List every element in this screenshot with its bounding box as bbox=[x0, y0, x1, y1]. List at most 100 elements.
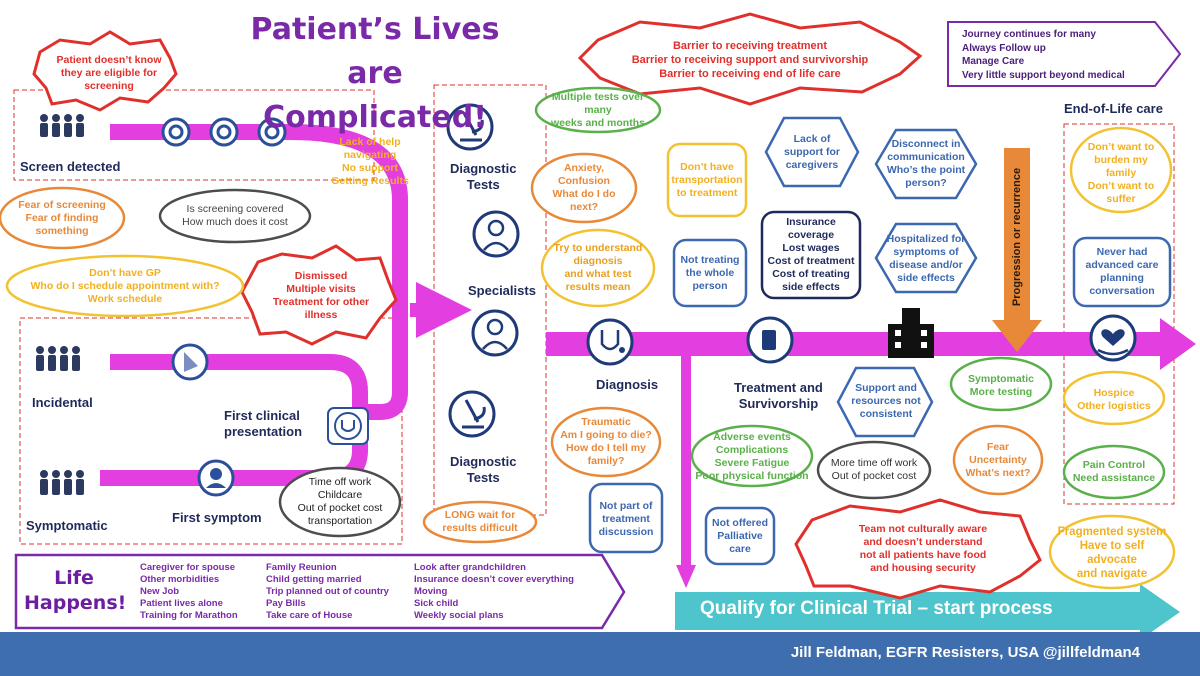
eligible-burst bbox=[32, 30, 178, 112]
callout-line: Work schedule bbox=[87, 292, 163, 305]
callout-line: Never had bbox=[1096, 246, 1148, 258]
callout-line: Try to understand bbox=[553, 242, 643, 254]
doctor-icon bbox=[472, 210, 520, 258]
callout-line: How much does it cost bbox=[182, 216, 288, 228]
callout-line: Getting Results bbox=[331, 175, 409, 187]
callout-line: Treatment for other bbox=[272, 296, 370, 308]
callout-line: Hospitalized for bbox=[886, 233, 966, 245]
callout-line: treatment bbox=[602, 512, 650, 525]
journey-arrow bbox=[947, 21, 1182, 87]
callout-line: Pain Control bbox=[1082, 459, 1146, 471]
microscope-icon bbox=[446, 103, 494, 151]
journey-item: Manage Care bbox=[962, 56, 1025, 67]
label-line: Tests bbox=[466, 177, 500, 192]
callout-line: person bbox=[692, 279, 728, 292]
callout-line: Fear of finding bbox=[25, 211, 99, 224]
callout-line: What’s next? bbox=[965, 466, 1031, 479]
label-line: presentation bbox=[224, 424, 303, 439]
callout-line: Who do I schedule appointment with? bbox=[30, 279, 220, 292]
label-first-symptom: First symptom bbox=[172, 510, 262, 525]
callout-line: advanced care bbox=[1085, 259, 1159, 271]
callout-line: Is screening covered bbox=[186, 203, 284, 215]
microscope-icon bbox=[448, 390, 496, 438]
barrier-line: Barrier to receiving support and survivo… bbox=[631, 54, 869, 66]
callout-line: Symptomatic bbox=[968, 373, 1034, 385]
doctor-icon bbox=[471, 309, 519, 357]
callout-line: navigating bbox=[343, 149, 397, 161]
stethoscope-icon bbox=[586, 318, 634, 366]
hexagons bbox=[764, 116, 978, 438]
callout-line: family? bbox=[587, 455, 625, 467]
callout-line: transportation bbox=[671, 173, 743, 186]
medicine-icon bbox=[746, 316, 794, 364]
callout-line: Patient lives alone bbox=[140, 598, 223, 609]
dismissed-burst bbox=[240, 244, 398, 346]
incidental-path bbox=[110, 354, 368, 430]
callout-line: consistent bbox=[859, 407, 913, 420]
callout-line: Cost of treatment bbox=[767, 255, 855, 267]
callout-line: illness bbox=[304, 309, 338, 321]
label-line: Diagnostic bbox=[450, 454, 517, 469]
callout-line: Lack of help bbox=[339, 136, 401, 148]
label-incidental: Incidental bbox=[32, 395, 93, 410]
callout-line: results mean bbox=[565, 281, 631, 293]
callout-line: Childcare bbox=[317, 489, 363, 501]
callout-line: Hospice bbox=[1093, 387, 1135, 399]
callout-line: Anxiety, bbox=[563, 162, 605, 174]
label-line: First clinical bbox=[224, 408, 300, 423]
callout-line: New Job bbox=[140, 586, 180, 597]
callout-line: How do I tell my bbox=[566, 442, 646, 454]
stethoscope-icon bbox=[327, 407, 369, 445]
callout-line: Training for Marathon bbox=[140, 610, 238, 621]
callout-line: What do I do bbox=[552, 188, 616, 200]
callout-line: to treatment bbox=[676, 186, 738, 199]
tunnel-icon bbox=[161, 117, 287, 147]
callout-line: person? bbox=[905, 177, 947, 189]
label-diagnostic-tests-2: Diagnostic Tests bbox=[450, 454, 516, 486]
callout-line: Don’t want to bbox=[1087, 179, 1155, 192]
callout-line: Don’t want to bbox=[1087, 140, 1155, 153]
patient-icon bbox=[197, 459, 235, 497]
callout-line: and what test bbox=[564, 268, 632, 280]
callout-line: symptoms of bbox=[893, 246, 959, 258]
heart-hand-icon bbox=[1089, 314, 1137, 362]
callout-line: Pay Bills bbox=[266, 598, 306, 609]
callout-line: communication bbox=[887, 151, 965, 163]
callout-line: Fear bbox=[986, 440, 1010, 453]
callout-line: Support and bbox=[855, 381, 917, 394]
label-diagnostic-tests-1: Diagnostic Tests bbox=[450, 161, 516, 193]
callout-line: Traumatic bbox=[581, 416, 631, 428]
journey-item: Very little support beyond medical bbox=[962, 69, 1125, 81]
label-diagnosis: Diagnosis bbox=[596, 377, 659, 392]
callout-line: and doesn’t understand bbox=[863, 536, 983, 548]
callout-line: Trip planned out of country bbox=[266, 586, 389, 597]
callout-line: Who’s the point bbox=[886, 164, 966, 176]
callout-line: Other morbidities bbox=[140, 574, 220, 585]
callout-line: Don’t have bbox=[680, 160, 734, 173]
callout-line: weeks and months bbox=[551, 116, 645, 129]
label-end-of-life: End-of-Life care bbox=[1064, 101, 1163, 116]
barrier-burst bbox=[577, 12, 923, 106]
progression-text: Progression or recurrence bbox=[1011, 167, 1024, 307]
callout-line: suffer bbox=[1106, 192, 1136, 205]
callout-line: next? bbox=[569, 201, 598, 213]
callout-line: Palliative care bbox=[717, 529, 763, 555]
label-line: Tests bbox=[466, 470, 500, 485]
people-icon bbox=[40, 114, 84, 137]
screen-detected-box bbox=[13, 89, 375, 181]
callout-line: something bbox=[35, 224, 89, 237]
progression-arrowhead bbox=[992, 320, 1042, 352]
callout-line: Moving bbox=[414, 586, 448, 597]
life-happens-heading: Life Happens! bbox=[24, 566, 126, 616]
